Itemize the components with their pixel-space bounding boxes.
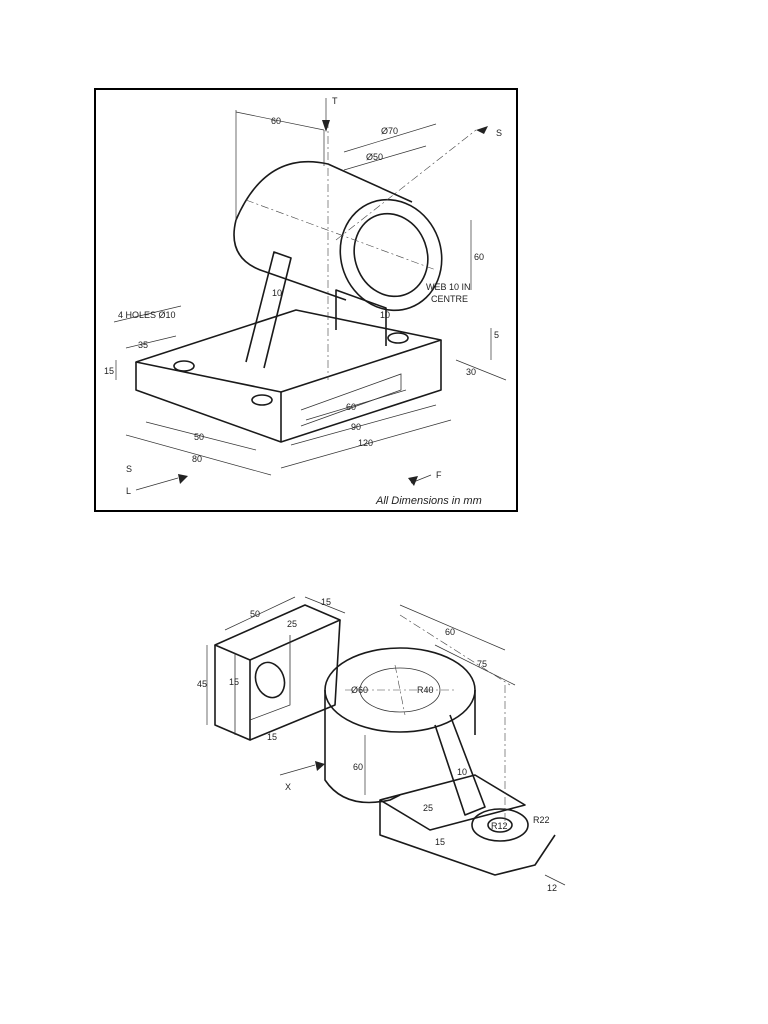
arm-eye bbox=[471, 808, 529, 842]
view-arrow-left-shaft bbox=[135, 477, 179, 491]
support-block bbox=[335, 289, 387, 346]
horizontal-centre-line bbox=[245, 199, 437, 271]
dim-label: Ø70 bbox=[381, 126, 398, 136]
base-top-face bbox=[135, 309, 442, 393]
dim-line-60-top bbox=[399, 604, 506, 651]
dim-line-60-slot bbox=[305, 389, 407, 421]
arrow-right-icon bbox=[178, 474, 188, 484]
boss-left bbox=[324, 690, 401, 804]
dim-label: Ø60 bbox=[351, 685, 368, 695]
dim-label: 10 bbox=[457, 767, 467, 777]
web-note: CENTRE bbox=[431, 294, 468, 304]
dim-label: 75 bbox=[477, 659, 487, 669]
arm-top bbox=[379, 774, 526, 831]
dim-line-35 bbox=[125, 335, 177, 349]
dim-label: 60 bbox=[474, 252, 484, 262]
leader-holes bbox=[113, 305, 182, 323]
dim-label: 10 bbox=[272, 288, 282, 298]
arrow-right-icon bbox=[315, 761, 325, 771]
dim-line-50 bbox=[224, 596, 296, 631]
hole-back-right bbox=[387, 332, 409, 344]
dim-line-120 bbox=[280, 419, 452, 469]
dim-label: 10 bbox=[380, 310, 390, 320]
plate-recess bbox=[249, 635, 291, 721]
dim-line-30 bbox=[455, 359, 507, 381]
view-label-top: T bbox=[332, 96, 338, 106]
hole-note: 4 HOLES Ø10 bbox=[118, 310, 176, 320]
axis-centre-line bbox=[335, 129, 477, 241]
cylinder-bore bbox=[353, 212, 429, 298]
dim-label: 60 bbox=[271, 116, 281, 126]
view-label-side: S bbox=[496, 128, 502, 138]
dim-label: 120 bbox=[358, 438, 373, 448]
arm-hole bbox=[487, 817, 513, 833]
plate-hole bbox=[254, 661, 286, 699]
dim-label: 35 bbox=[138, 340, 148, 350]
hole-front-left bbox=[173, 360, 195, 372]
dim-label: 15 bbox=[229, 677, 239, 687]
dim-label: R12 bbox=[491, 821, 508, 831]
isometric-drawing-lever-bracket: 50 15 25 45 15 15 60 75 Ø60 R40 60 25 15… bbox=[195, 575, 580, 905]
dim-label: 45 bbox=[197, 679, 207, 689]
plate-front bbox=[214, 645, 251, 741]
view-label-side: S bbox=[126, 464, 132, 474]
hole-front-right bbox=[251, 394, 273, 406]
dim-line-75 bbox=[434, 644, 516, 686]
dim-line-d70 bbox=[343, 123, 437, 153]
view-label-front: F bbox=[436, 470, 442, 480]
dim-line-60 bbox=[235, 111, 325, 131]
boss-bore bbox=[359, 667, 441, 713]
view-label-x: X bbox=[285, 782, 291, 792]
view-arrow-shaft bbox=[279, 764, 316, 776]
view-label-left: L bbox=[126, 486, 131, 496]
web-note: WEB 10 IN bbox=[426, 282, 471, 292]
dim-label: 50 bbox=[194, 432, 204, 442]
cylinder-top-edge bbox=[235, 160, 413, 221]
arrow-down-icon bbox=[322, 120, 330, 132]
dim-label: 60 bbox=[445, 627, 455, 637]
isometric-drawing-bearing-bracket: 60 Ø70 Ø50 60 10 15 35 5 30 60 90 120 50… bbox=[94, 88, 518, 512]
dim-label: 90 bbox=[351, 422, 361, 432]
dim-label: 15 bbox=[435, 837, 445, 847]
dim-label: 12 bbox=[547, 883, 557, 893]
plate-side bbox=[249, 619, 341, 741]
dim-label: 15 bbox=[267, 732, 277, 742]
dim-label: 25 bbox=[287, 619, 297, 629]
dim-line-50 bbox=[145, 421, 257, 451]
dim-label: R40 bbox=[417, 685, 434, 695]
web-rib bbox=[245, 251, 292, 369]
dim-label: Ø50 bbox=[366, 152, 383, 162]
lever-bracket-svg: 50 15 25 45 15 15 60 75 Ø60 R40 60 25 15… bbox=[197, 596, 566, 893]
dim-label: R22 bbox=[533, 815, 550, 825]
dim-label: 30 bbox=[466, 367, 476, 377]
dim-label: 80 bbox=[192, 454, 202, 464]
arrow-left-icon bbox=[408, 476, 418, 486]
dim-line-d50 bbox=[343, 145, 427, 171]
base-slot bbox=[300, 373, 402, 427]
dimensions-caption: All Dimensions in mm bbox=[375, 495, 482, 507]
dim-line-15 bbox=[304, 596, 346, 614]
dim-label: 60 bbox=[353, 762, 363, 772]
dim-label: 60 bbox=[346, 402, 356, 412]
rib bbox=[434, 714, 486, 816]
dim-label: 25 bbox=[423, 803, 433, 813]
dim-line-90 bbox=[290, 404, 437, 446]
arrow-left-icon bbox=[476, 126, 488, 134]
cylinder-outer-face bbox=[339, 198, 443, 312]
arm-sides bbox=[379, 800, 556, 876]
dim-label: 5 bbox=[494, 330, 499, 340]
plate-top bbox=[214, 604, 341, 661]
dim-label: 15 bbox=[104, 366, 114, 376]
bearing-bracket-svg: 60 Ø70 Ø50 60 10 15 35 5 30 60 90 120 50… bbox=[104, 96, 507, 507]
dim-label: 50 bbox=[250, 609, 260, 619]
dim-label: 15 bbox=[321, 597, 331, 607]
dim-line-80 bbox=[125, 434, 272, 476]
cylinder-bottom-edge bbox=[233, 219, 347, 301]
dim-line-12 bbox=[544, 874, 566, 886]
